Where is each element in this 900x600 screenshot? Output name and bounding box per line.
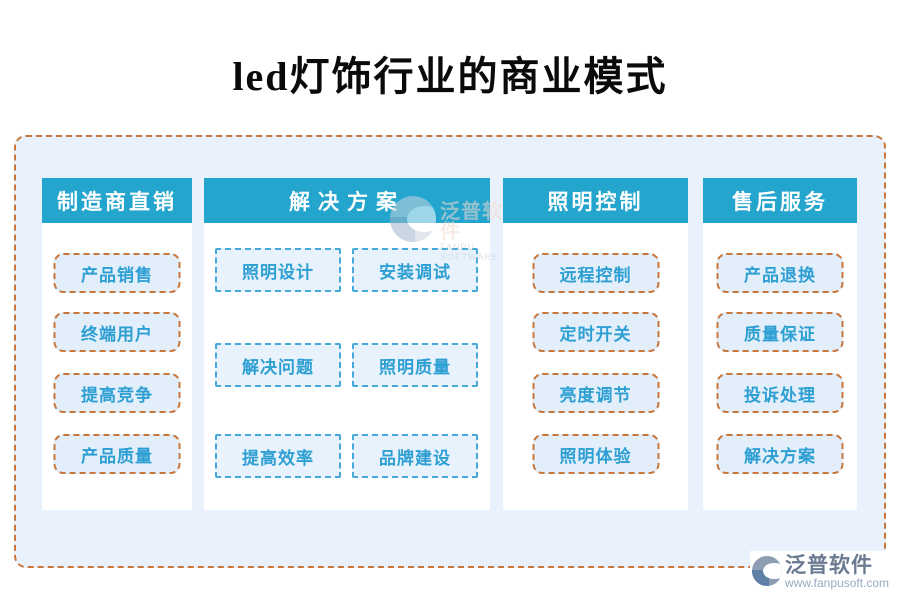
item-box: 终端用户 (53, 312, 181, 352)
item-box: 产品退换 (716, 253, 844, 293)
column-lighting-control: 照明控制 远程控制 定时开关 亮度调节 照明体验 (503, 178, 688, 510)
item-box: 提高效率 (215, 434, 341, 478)
item-box: 定时开关 (532, 312, 659, 352)
footer-url-text: www.fanpusoft.com (785, 576, 890, 590)
column-solutions: 解决方案 照明设计 安装调试 解决问题 照明质量 提高效率 品牌建设 (204, 178, 490, 510)
item-box: 品牌建设 (352, 434, 478, 478)
item-box: 提高竞争 (53, 373, 181, 413)
fanpu-logo-icon (752, 556, 782, 586)
column-header: 照明控制 (503, 178, 688, 223)
item-box: 照明体验 (532, 434, 659, 474)
page-title: led灯饰行业的商业模式 (232, 54, 668, 99)
column-manufacturer-direct: 制造商直销 产品销售 终端用户 提高竞争 产品质量 (42, 178, 192, 510)
footer-logo: 泛普软件 www.fanpusoft.com (750, 551, 892, 598)
item-box: 照明设计 (215, 248, 341, 292)
column-header: 售后服务 (703, 178, 857, 223)
item-box: 照明质量 (352, 343, 478, 387)
item-box: 产品销售 (53, 253, 181, 293)
item-box: 解决问题 (215, 343, 341, 387)
item-box: 质量保证 (716, 312, 844, 352)
item-box: 远程控制 (532, 253, 659, 293)
column-header: 制造商直销 (42, 178, 192, 223)
footer-brand-text: 泛普软件 (785, 553, 873, 577)
item-box: 产品质量 (53, 434, 181, 474)
item-box: 投诉处理 (716, 373, 844, 413)
item-box: 解决方案 (716, 434, 844, 474)
column-header: 解决方案 (204, 178, 490, 223)
item-box: 亮度调节 (532, 373, 659, 413)
diagram-frame: 制造商直销 产品销售 终端用户 提高竞争 产品质量 解决方案 照明设计 安装调试… (14, 135, 886, 568)
column-after-sales: 售后服务 产品退换 质量保证 投诉处理 解决方案 (703, 178, 857, 510)
item-box: 安装调试 (352, 248, 478, 292)
